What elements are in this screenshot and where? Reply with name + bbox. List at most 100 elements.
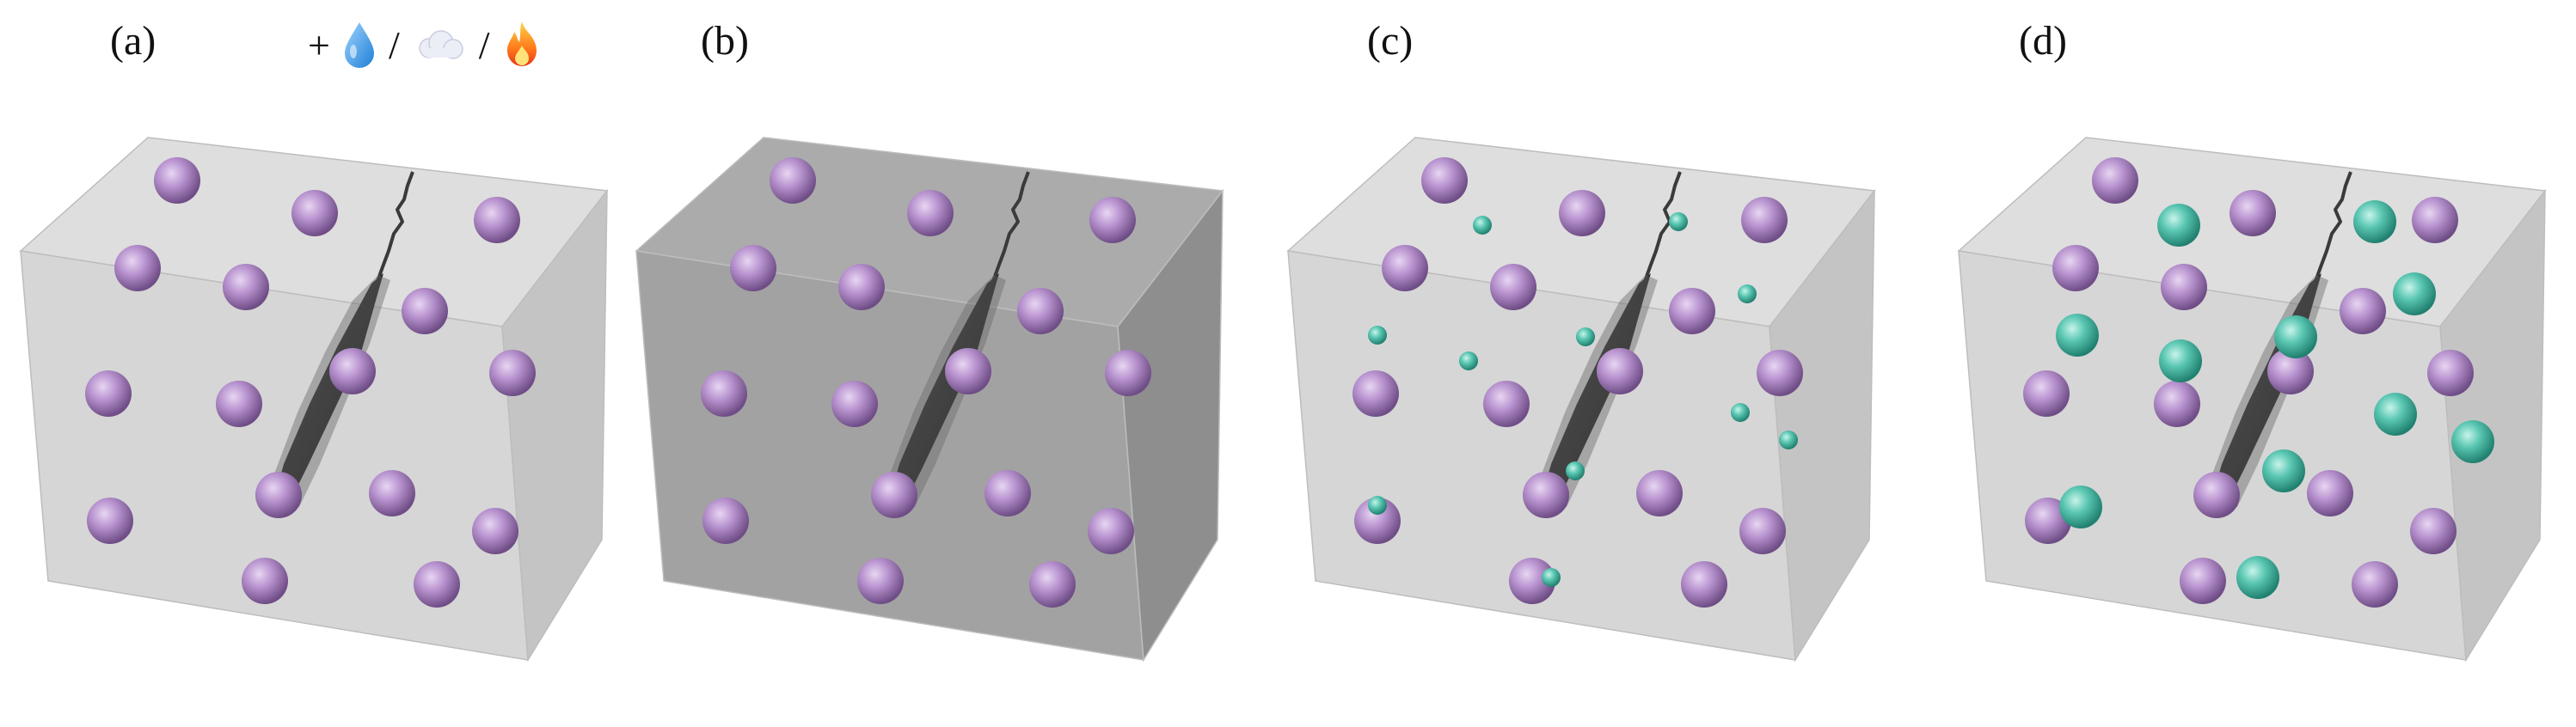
small-teal-particle [1731,403,1750,422]
purple-particle [907,190,954,236]
block-panel-c [1286,137,1876,663]
purple-particle [291,190,338,236]
purple-particle [1490,264,1536,310]
purple-particle [154,157,200,204]
crack-opening [273,273,383,504]
large-teal-particle [2236,556,2279,599]
small-teal-particle [1669,212,1688,231]
purple-particle [702,498,749,544]
block-panel-a [19,137,609,663]
purple-particle [1559,190,1605,236]
purple-particle [1029,561,1076,608]
small-teal-particle [1566,461,1585,480]
purple-particle [2092,157,2138,204]
small-teal-particle [1368,326,1387,345]
purple-particle [1089,197,1136,243]
block-side-face [1769,188,1875,663]
purple-particle [1681,561,1727,608]
block-panel-d [1957,137,2547,663]
purple-particle [369,470,415,516]
purple-particle [1017,288,1064,334]
purple-particle [1523,472,1569,518]
separator-slash-2: / [478,22,490,67]
large-teal-particle [2059,486,2102,528]
purple-particle [2161,264,2207,310]
small-teal-particle [1459,351,1478,370]
purple-particle [1483,381,1530,427]
purple-particle [414,561,460,608]
purple-particle [255,472,302,518]
panel-label-c: (c) [1367,18,1414,64]
purple-particle [2307,470,2353,516]
purple-particle [831,381,878,427]
purple-particle [1382,245,1428,291]
purple-particle [1739,508,1786,554]
purple-particle [1757,350,1803,396]
crack-edge [879,275,1006,512]
large-teal-particle [2393,272,2436,315]
block-panel-b [635,137,1224,663]
purple-particle [489,350,536,396]
separator-slash: / [388,22,400,67]
water-drop-icon [344,22,374,68]
purple-particle [242,558,288,604]
large-teal-particle [2262,449,2305,492]
large-teal-particle [2353,200,2396,243]
small-teal-particle [1779,431,1798,449]
purple-particle [1354,498,1401,544]
large-teal-particle [2451,420,2494,463]
purple-particle [1352,370,1399,417]
crack-opening [889,273,999,504]
purple-particle [2412,197,2458,243]
crack-edge [263,275,390,512]
purple-particle [984,470,1031,516]
purple-particle [114,245,161,291]
purple-particle [87,498,133,544]
purple-particle [2180,558,2226,604]
small-teal-particle [1738,284,1757,303]
panel-label-a: (a) [110,18,156,64]
purple-particle [216,381,262,427]
purple-particle [474,197,520,243]
small-teal-particle [1473,216,1492,235]
purple-particle [857,558,904,604]
purple-particle [1105,350,1151,396]
crack-edge [1530,275,1658,512]
purple-particle [1509,558,1555,604]
purple-particle [2023,370,2070,417]
purple-particle [1421,157,1468,204]
crack-opening [1541,273,1651,504]
plus-sign: + [308,22,330,67]
purple-particle [2340,288,2386,334]
purple-particle [2427,350,2474,396]
panel-label-b: (b) [701,18,749,64]
block-side-face [501,188,608,663]
purple-particle [730,245,776,291]
large-teal-particle [2157,204,2200,247]
panel-label-d: (d) [2019,18,2067,64]
purple-particle [2352,561,2398,608]
purple-particle [1088,508,1134,554]
purple-particle [1636,470,1683,516]
purple-particle [2052,245,2099,291]
small-teal-particle [1368,496,1387,515]
block-side-face [1117,188,1224,663]
small-teal-particle [1576,327,1595,346]
purple-particle [2410,508,2456,554]
purple-particle [1597,348,1643,394]
purple-particle [329,348,376,394]
large-teal-particle [2274,315,2317,358]
purple-particle [838,264,885,310]
small-teal-particle [1542,568,1561,587]
block-side-face [2439,188,2546,663]
fire-icon [506,21,537,66]
purple-particle [2154,381,2200,427]
purple-particle [223,264,269,310]
purple-particle [701,370,747,417]
large-teal-particle [2374,393,2417,436]
purple-particle [402,288,448,334]
purple-particle [770,157,816,204]
purple-particle [85,370,132,417]
purple-particle [2193,472,2240,518]
